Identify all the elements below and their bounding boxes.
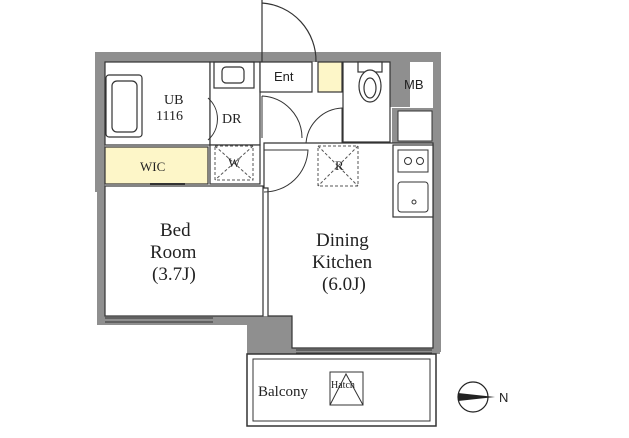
wic-label: WIC <box>140 159 165 174</box>
toilet-door-arc-icon <box>305 107 343 144</box>
r-label: R <box>335 158 344 173</box>
kitchen-counter <box>392 144 434 218</box>
ent-label: Ent <box>274 69 294 84</box>
window-dining <box>296 349 432 354</box>
bedroom-label-3: (3.7J) <box>152 264 196 285</box>
entry-door-icon <box>261 0 317 63</box>
dr-door-arc-icon <box>261 95 303 139</box>
washer-icon <box>214 145 254 181</box>
dining-label-2: Kitchen <box>312 252 373 273</box>
bedroom-label-2: Room <box>150 242 197 263</box>
room-fills <box>104 61 437 427</box>
stove-icon <box>397 149 429 173</box>
fridge-icon <box>317 145 359 187</box>
bedroom-label-1: Bed <box>160 220 191 241</box>
washbasin-icon <box>213 61 255 89</box>
sink-icon <box>397 181 429 213</box>
balcony-label: Balcony <box>258 384 308 400</box>
hatch-icon <box>329 371 364 406</box>
north-arrow-icon <box>457 381 495 413</box>
compass-label: N <box>499 390 508 405</box>
hatch-label: Hatch <box>331 380 355 391</box>
window-bedroom <box>105 317 213 323</box>
dr-label: DR <box>222 112 242 127</box>
ub-label: UB <box>164 93 183 108</box>
dining-label-3: (6.0J) <box>322 274 366 295</box>
bathtub-icon <box>105 74 143 138</box>
ub-size-label: 1116 <box>156 109 183 124</box>
hall-door-arc-icon <box>263 149 309 193</box>
w-label: W <box>228 155 241 170</box>
bath-door-arc-icon <box>207 97 218 141</box>
dining-label-1: Dining <box>316 230 369 251</box>
toilet-icon <box>357 61 383 103</box>
mb-label: MB <box>404 77 424 92</box>
